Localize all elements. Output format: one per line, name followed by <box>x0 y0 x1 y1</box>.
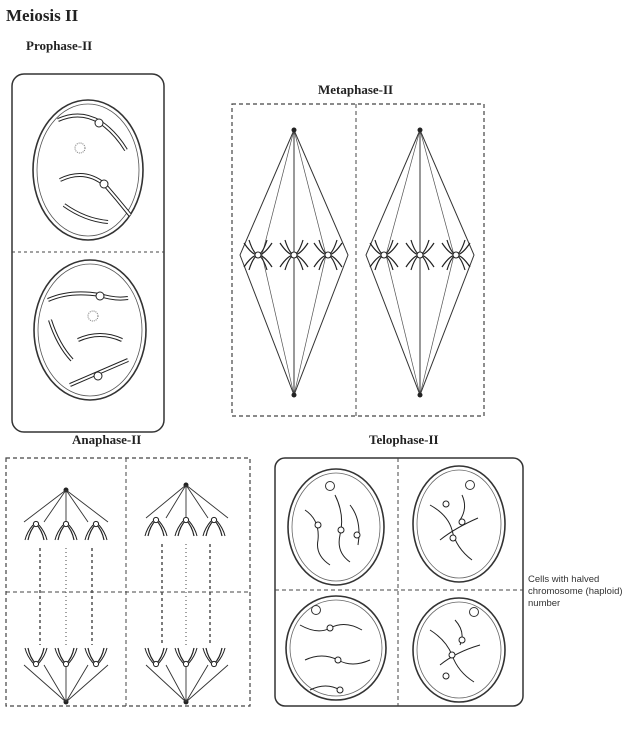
anaphase-spindle-right <box>145 483 228 705</box>
telophase-panel <box>275 458 523 706</box>
telophase-cell-top-right <box>413 466 505 582</box>
telophase-cell-bottom-left <box>286 596 386 700</box>
metaphase-spindle-left <box>240 128 348 398</box>
anaphase-panel <box>6 458 250 706</box>
anaphase-spindle-left <box>24 488 108 705</box>
metaphase-spindle-right <box>366 128 474 398</box>
telophase-cell-bottom-right <box>413 598 505 702</box>
metaphase-panel <box>232 104 484 416</box>
telophase-cell-top-left <box>288 469 384 585</box>
prophase-panel <box>12 74 164 432</box>
